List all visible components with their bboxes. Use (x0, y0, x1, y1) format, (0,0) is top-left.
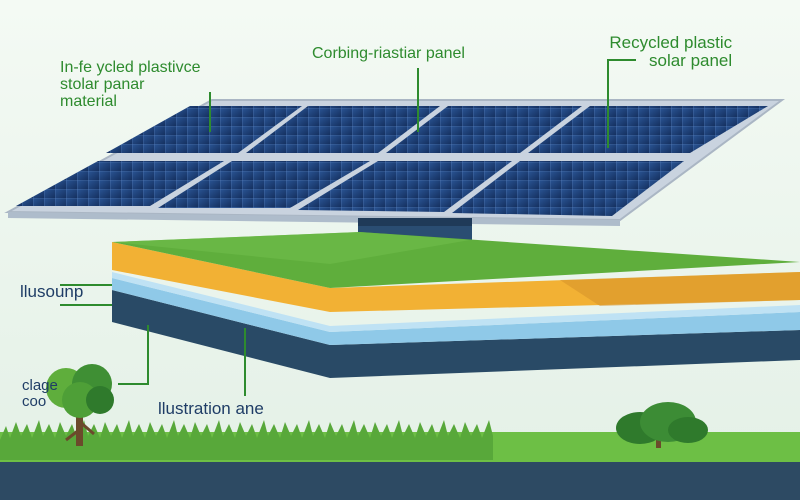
label-right-top: Recycled plastic solar panel (605, 34, 732, 70)
bush-icon (616, 402, 708, 448)
layer-dark-base (112, 290, 800, 378)
solar-panel-icon (4, 99, 786, 226)
panel-cell-front-2 (158, 161, 370, 208)
label-bottom-left: clage coo (22, 378, 58, 410)
layer-light-blue (112, 278, 800, 345)
label-left-top: In-fe ycled plastivce stolar panar mater… (60, 59, 201, 110)
panel-cell-back-3 (386, 106, 582, 153)
label-bottom-left-line-1: clage (22, 377, 58, 394)
label-bottom-center: llustration ane (158, 399, 264, 418)
panel-cell-front-3 (298, 161, 512, 212)
label-center-top: Corbing-riastiar panel (312, 45, 465, 62)
label-left-top-line-1: In-fe ycled plastivce (60, 59, 201, 76)
label-right-top-line-2: solar panel (649, 50, 733, 70)
layer-stack (112, 232, 800, 378)
panel-cell-back-1 (106, 106, 302, 153)
ground-strip (0, 462, 800, 500)
label-left-top-line-3: material (60, 92, 117, 110)
panel-cell-back-4 (528, 106, 768, 153)
panel-cell-back-2 (246, 106, 440, 153)
label-bottom-left-line-2: coo (22, 392, 47, 410)
leader-lines (60, 59, 636, 396)
panel-cell-front-4 (452, 161, 684, 216)
label-left-top-line-2: stolar panar (60, 75, 145, 93)
label-right-top-line-1: Recycled plastic (609, 33, 733, 52)
tree-icon (46, 364, 114, 446)
panel-cell-front-1 (16, 161, 224, 206)
label-mid-left: llusounp (20, 282, 84, 301)
